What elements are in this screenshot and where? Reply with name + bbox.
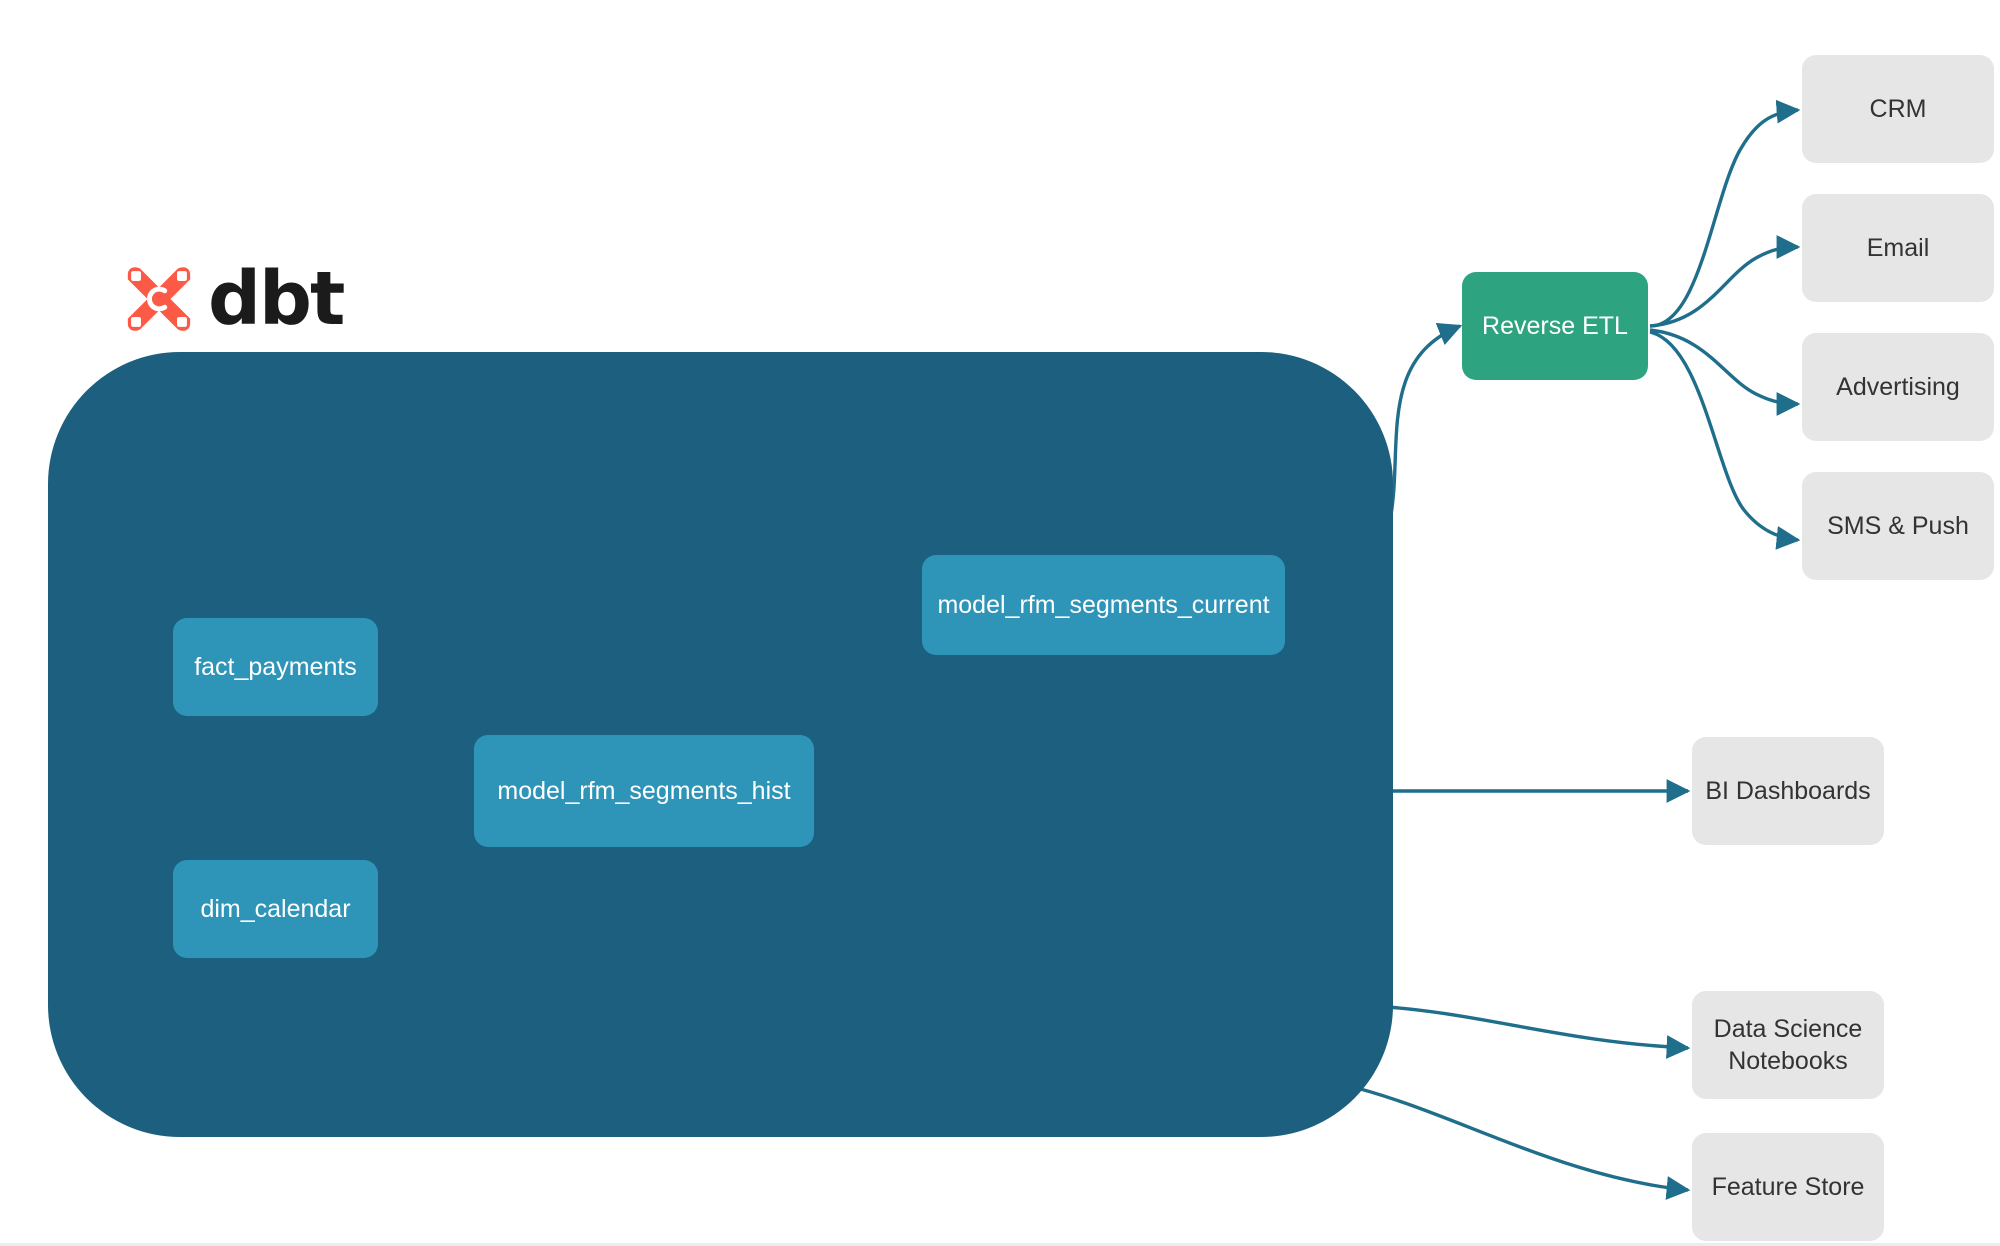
model-node-dim-calendar[interactable]: dim_calendar [173, 860, 378, 958]
destination-node-sms-push[interactable]: SMS & Push [1802, 472, 1994, 580]
node-label: Feature Store [1711, 1172, 1865, 1201]
bottom-divider [0, 1243, 2000, 1246]
model-node-fact-payments[interactable]: fact_payments [173, 618, 378, 716]
edge-reverse-etl-to-sms-push [1649, 330, 1801, 550]
node-label: model_rfm_segments_hist [497, 776, 791, 805]
node-label: model_rfm_segments_current [937, 590, 1270, 619]
edge-rfm-hist-to-feature-store [1344, 1083, 1691, 1200]
node-label: BI Dashboards [1705, 776, 1871, 805]
node-label: CRM [1869, 94, 1927, 123]
node-label-line-2: Notebooks [1728, 1047, 1848, 1075]
dbt-x-logo-icon [127, 267, 191, 331]
edge-reverse-etl-to-crm [1649, 99, 1801, 328]
edge-reverse-etl-to-email [1649, 235, 1801, 328]
reverse-etl-node[interactable]: Reverse ETL [1462, 272, 1648, 380]
node-label: Advertising [1836, 372, 1960, 401]
destination-node-email[interactable]: Email [1802, 194, 1994, 302]
node-label: dim_calendar [200, 894, 351, 923]
node-label: Data Science Notebooks [1714, 1013, 1863, 1078]
node-label: SMS & Push [1827, 511, 1969, 540]
edge-reverse-etl-to-advertising [1649, 328, 1801, 416]
node-label: Reverse ETL [1482, 311, 1628, 340]
destination-node-bi-dashboards[interactable]: BI Dashboards [1692, 737, 1884, 845]
node-label: fact_payments [194, 652, 357, 681]
destination-node-feature-store[interactable]: Feature Store [1692, 1133, 1884, 1241]
edge-rfm-hist-to-ds-notebooks [1372, 1004, 1691, 1059]
destination-node-crm[interactable]: CRM [1802, 55, 1994, 163]
node-label: Email [1866, 233, 1930, 262]
destination-node-advertising[interactable]: Advertising [1802, 333, 1994, 441]
model-node-rfm-segments-current[interactable]: model_rfm_segments_current [922, 555, 1285, 655]
node-label-line-1: Data Science [1713, 1014, 1863, 1043]
dbt-wordmark: dbt [208, 256, 345, 342]
model-node-rfm-segments-hist[interactable]: model_rfm_segments_hist [474, 735, 814, 847]
destination-node-data-science-notebooks[interactable]: Data Science Notebooks [1692, 991, 1884, 1099]
